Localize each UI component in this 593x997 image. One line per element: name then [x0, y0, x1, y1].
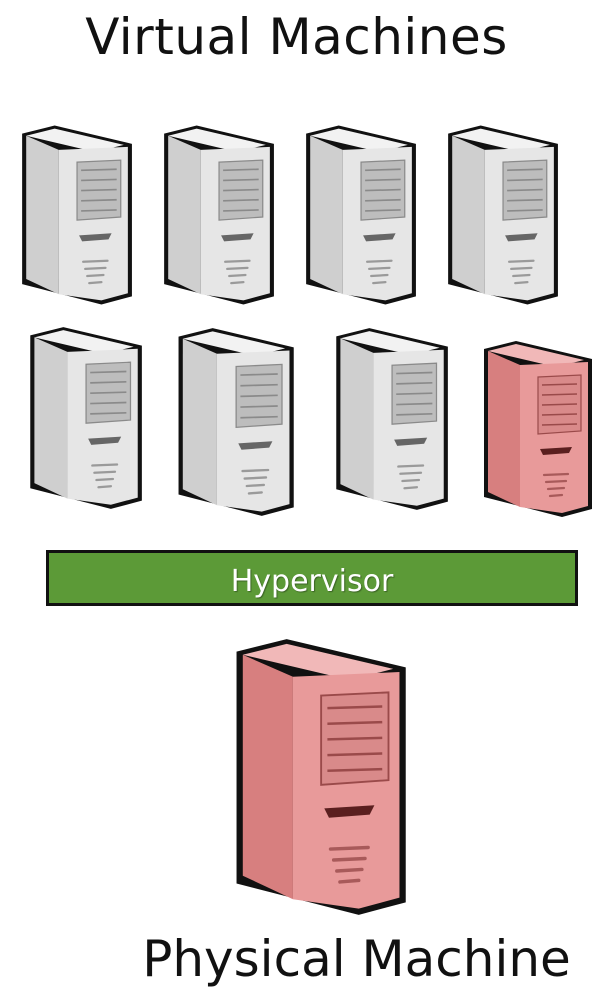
virtual-machine-icon	[440, 122, 562, 308]
physical-machine-icon	[224, 636, 412, 918]
virtual-machine-highlighted-icon	[476, 334, 593, 524]
physical-machine-title: Physical Machine	[142, 930, 571, 988]
virtual-machine-icon	[170, 326, 298, 518]
virtual-machines-title: Virtual Machines	[85, 8, 508, 66]
virtual-machine-icon	[22, 322, 146, 514]
hypervisor-bar: Hypervisor	[46, 550, 578, 606]
virtual-machine-icon	[14, 122, 136, 308]
hypervisor-label: Hypervisor	[230, 564, 394, 599]
virtual-machine-icon	[156, 122, 278, 308]
virtual-machine-icon	[328, 322, 452, 516]
virtual-machine-icon	[298, 122, 420, 308]
